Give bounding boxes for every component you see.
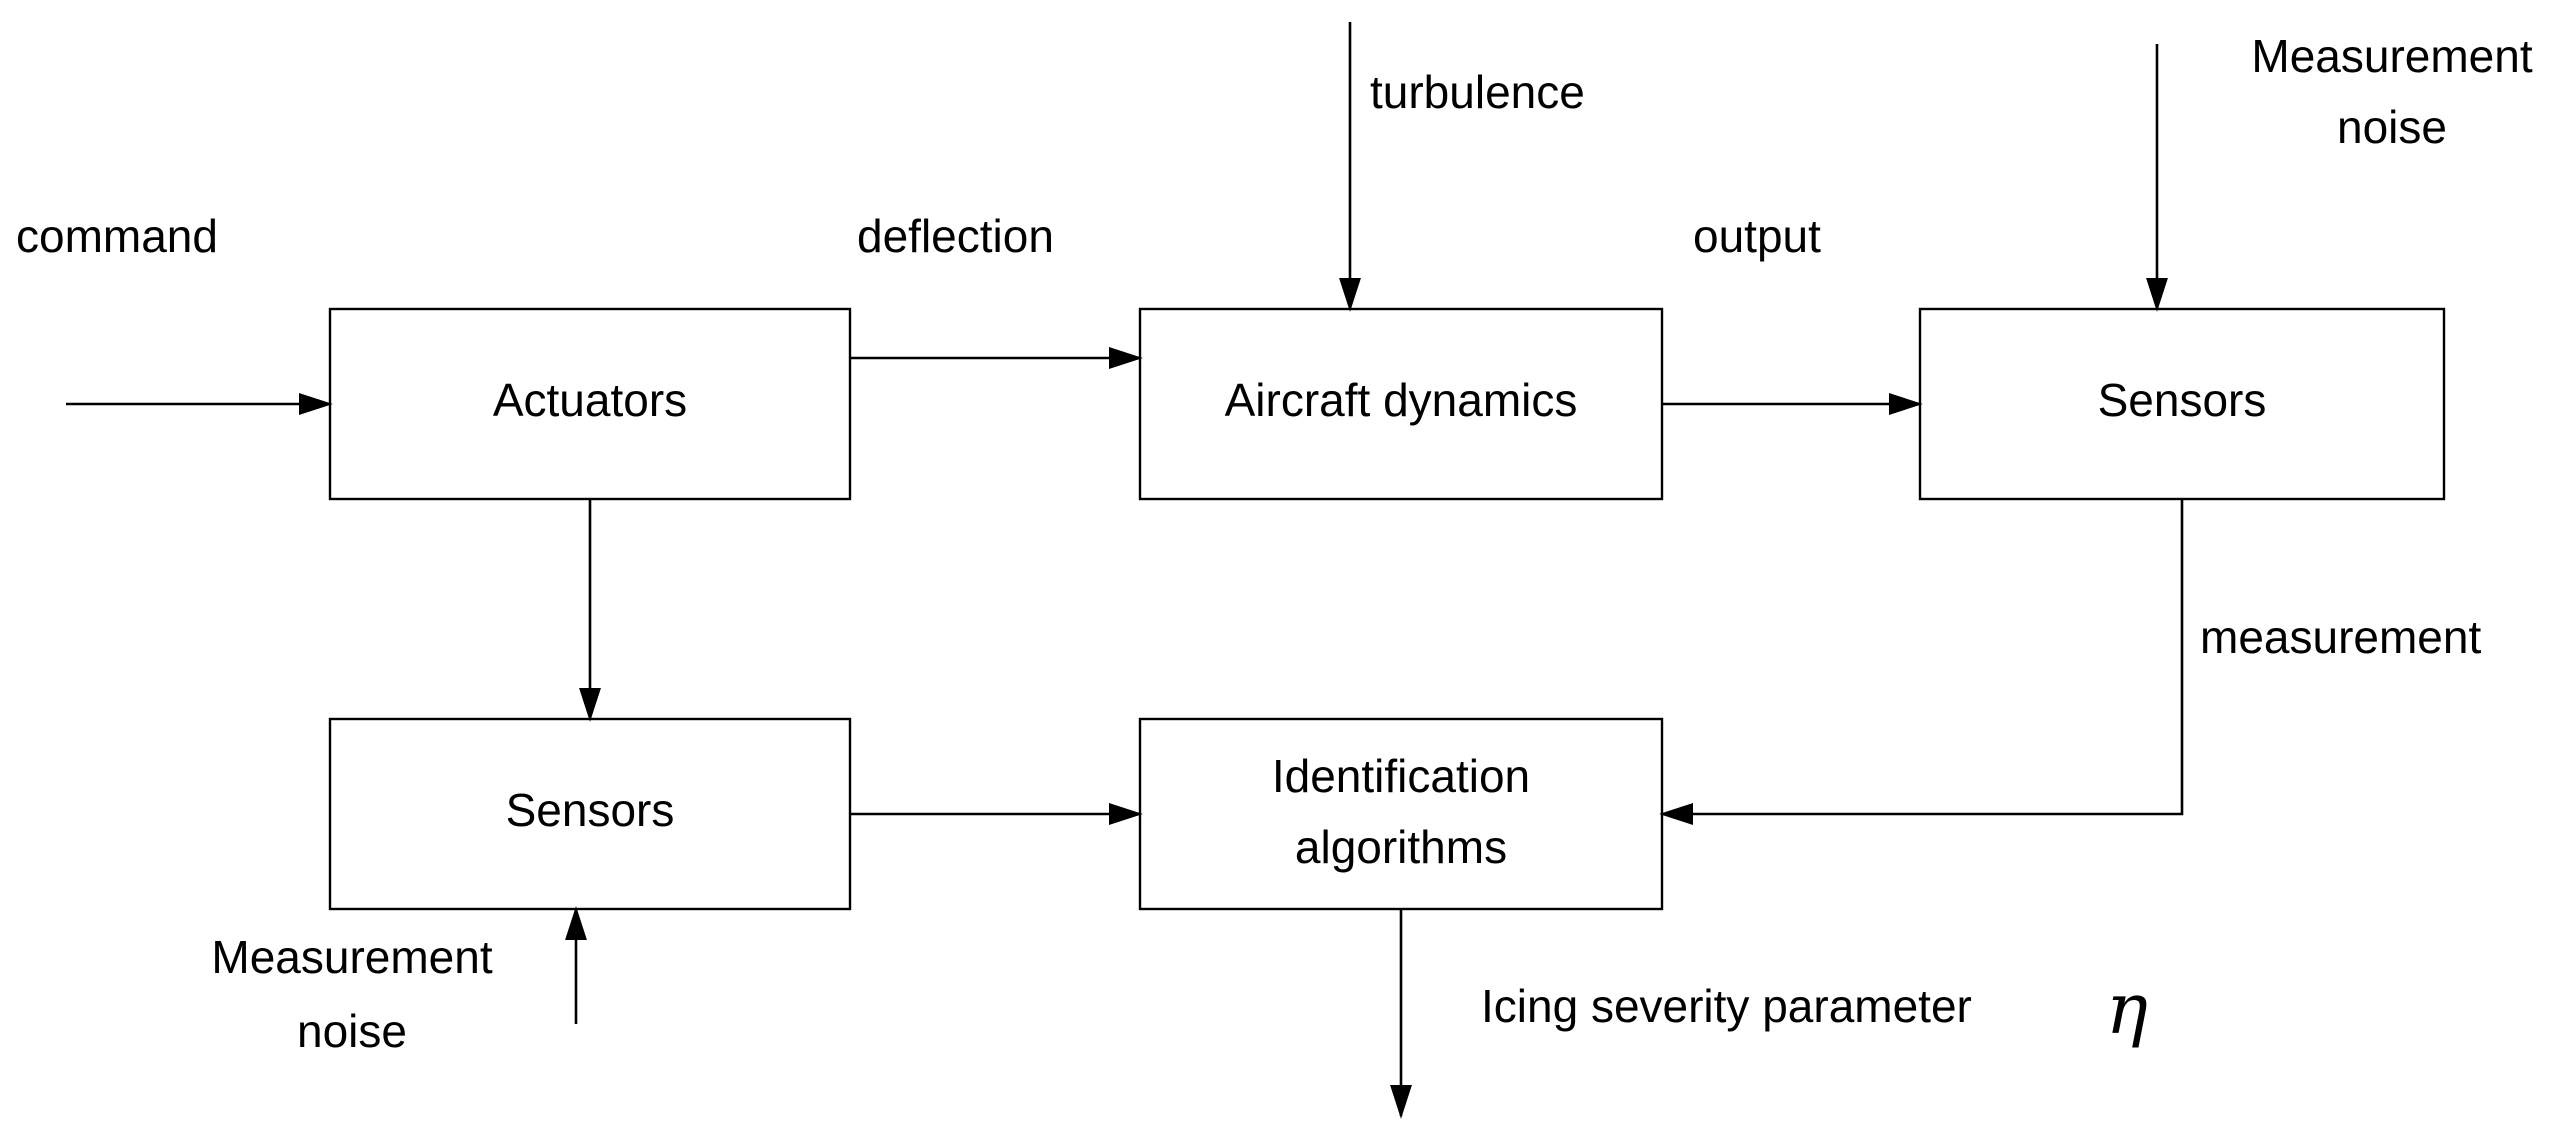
output-label: output (1693, 210, 1821, 262)
sensors-bottom-label: Sensors (506, 784, 675, 836)
measurement-noise-bottom-label-line2: noise (297, 1005, 407, 1057)
sensors-top-label: Sensors (2098, 374, 2267, 426)
identification-label-line1: Identification (1272, 750, 1530, 802)
aircraft-dynamics-block: Aircraft dynamics (1138, 307, 1664, 501)
identification-label-line2: algorithms (1295, 821, 1507, 873)
measurement-noise-top-label-line2: noise (2337, 101, 2447, 153)
icing-severity-label: Icing severity parameter (1481, 980, 1972, 1032)
identification-algorithms-block: Identification algorithms (1138, 717, 1664, 911)
eta-symbol: η (2106, 968, 2148, 1050)
measurement-noise-bottom-label-line1: Measurement (211, 931, 492, 983)
measurement-label: measurement (2200, 611, 2481, 663)
deflection-label: deflection (857, 210, 1054, 262)
measurement-noise-top-label-line1: Measurement (2251, 30, 2532, 82)
aircraft-dynamics-label: Aircraft dynamics (1225, 374, 1578, 426)
measurement-feedback-arrow (1659, 499, 2184, 825)
actuators-label: Actuators (493, 374, 687, 426)
command-label: command (16, 210, 218, 262)
turbulence-label: turbulence (1370, 66, 1585, 118)
actuators-block: Actuators (328, 307, 852, 501)
sensors-bottom-block: Sensors (328, 717, 852, 911)
sensors-top-block: Sensors (1918, 307, 2446, 501)
